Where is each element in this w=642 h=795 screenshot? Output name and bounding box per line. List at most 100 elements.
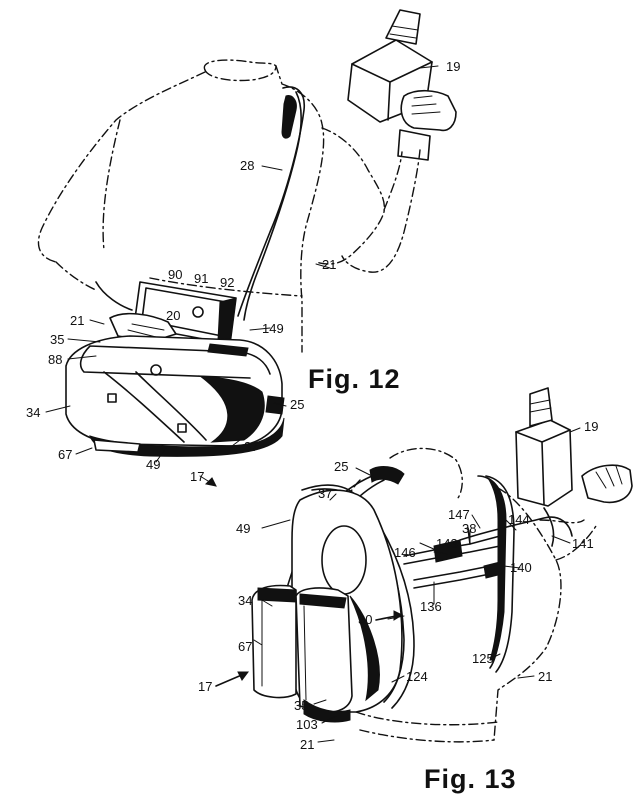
fig12-torso-outline xyxy=(203,59,325,353)
fig12-waist xyxy=(149,277,303,297)
fig13-arrow-30-head xyxy=(393,610,404,621)
fig13-ref-21b: 21 xyxy=(300,737,315,752)
fig12-bag-dark-side xyxy=(198,375,265,443)
fig12-ref-92: 92 xyxy=(220,275,235,290)
fig12-neck xyxy=(204,65,277,82)
fig12-ref-17: 17 xyxy=(190,469,205,484)
fig13-ref-19: 19 xyxy=(584,419,599,434)
fig13-torso xyxy=(329,479,562,741)
fig13-buckle-143 xyxy=(433,539,463,563)
fig13-camera-front xyxy=(515,429,571,505)
fig12-ref-28: 28 xyxy=(240,158,255,173)
fig12-ref-19: 19 xyxy=(446,59,461,74)
fig13-right-strap-125-b xyxy=(485,475,515,673)
fig12-lens-rings xyxy=(389,25,419,39)
fig12-strap-28 xyxy=(237,86,306,317)
fig13-arrow-17-shaft xyxy=(215,673,245,687)
fig13-ref-103: 103 xyxy=(296,717,318,732)
fig12-strap-pad xyxy=(281,95,297,139)
fig13-pocket-seams xyxy=(261,595,307,701)
fig13-pocket-67 xyxy=(251,584,297,699)
fig13-pocket-35-top xyxy=(299,593,347,609)
fig13-right-arm xyxy=(539,519,597,561)
fig12-right-arm xyxy=(315,127,386,265)
fig13-ref-37: 37 xyxy=(318,486,333,501)
fig12-ref-25: 25 xyxy=(290,397,305,412)
fig13-ref-38: 38 xyxy=(462,521,477,536)
fig13-ref-67: 67 xyxy=(238,639,253,654)
fig12-right-forearm xyxy=(341,149,421,273)
fig13-ref-143: 143 xyxy=(436,536,458,551)
fig13-waist xyxy=(355,711,499,743)
fig12-ref-91: 91 xyxy=(194,271,209,286)
fig12-strap-28-inner xyxy=(243,91,303,321)
fig12-bag-diagonal xyxy=(103,371,207,443)
fig13-ref-25: 25 xyxy=(334,459,349,474)
fig12-camera-top xyxy=(351,61,433,121)
fig12-ref-88: 88 xyxy=(48,352,63,367)
fig12-pocket-67 xyxy=(93,439,141,453)
fig13-ref-147: 147 xyxy=(448,507,470,522)
fig12-device-edge xyxy=(217,297,237,345)
fig13-ref-141: 141 xyxy=(572,536,594,551)
fig12-ref-34: 34 xyxy=(26,405,41,420)
fig13-ref-144: 144 xyxy=(508,512,530,527)
fig13-arrow-38 xyxy=(467,527,471,545)
fig12-fingers xyxy=(411,95,441,115)
fig12-left-shoulder xyxy=(37,71,206,263)
fig12-drawing xyxy=(37,9,457,487)
fig13-ref-124: 124 xyxy=(406,669,428,684)
fig12-device-knob xyxy=(192,306,204,318)
fig12-leaders xyxy=(45,65,439,487)
fig13-buckle-140 xyxy=(483,561,503,579)
fig13-camera-lens xyxy=(529,387,553,427)
fig13-arrow-17-head xyxy=(237,671,249,681)
fig12-bag-rivet-1 xyxy=(107,393,117,403)
fig13-ref-136: 136 xyxy=(420,599,442,614)
fig13-ref-17: 17 xyxy=(198,679,213,694)
fig12-left-cuff xyxy=(95,281,133,311)
fig12-left-arm xyxy=(55,119,121,291)
fig13-head xyxy=(389,447,463,499)
fig12-ref-149: 149 xyxy=(262,321,284,336)
fig13-lens-rings xyxy=(529,399,552,413)
fig12-bag-rivet-2 xyxy=(177,423,187,433)
fig12-caption: Fig. 12 xyxy=(308,364,401,394)
fig13-hand xyxy=(581,464,633,504)
fig13-arrow-30-shaft xyxy=(375,615,397,621)
fig13-ref-21: 21 xyxy=(538,669,553,684)
fig12-ref-20: 20 xyxy=(166,308,181,323)
fig12-right-cuff xyxy=(397,129,431,161)
fig12-ref-67: 67 xyxy=(58,447,73,462)
fig13-ref-146: 146 xyxy=(394,545,416,560)
fig12-ref-21: 21 xyxy=(322,257,337,272)
fig13-tether-141 xyxy=(543,507,555,547)
fig13-leaders xyxy=(253,427,581,743)
fig12-ref-49: 49 xyxy=(146,457,161,472)
fig13-ref-49: 49 xyxy=(236,521,251,536)
fig12-camera-lens xyxy=(385,9,421,45)
fig13-ref-30: 30 xyxy=(358,612,373,627)
fig13-ref-140: 140 xyxy=(510,560,532,575)
fig12-bag-button xyxy=(150,364,162,376)
fig13-ref-35: 35 xyxy=(294,698,309,713)
fig13-ref-34: 34 xyxy=(238,593,253,608)
fig12-ref-21b: 21 xyxy=(70,313,85,328)
fig13-ref-125: 125 xyxy=(472,651,494,666)
fig12-bag-stripe xyxy=(207,343,249,357)
fig13-drawing xyxy=(215,387,633,743)
fig12-hand-grip xyxy=(400,89,457,132)
fig12-ref-37: 37 xyxy=(244,439,259,454)
fig13-pocket-67-edge xyxy=(257,587,297,603)
fig13-fingers xyxy=(595,465,623,489)
fig13-shoulder-pad-25 xyxy=(369,466,405,485)
fig13-pack-bottom xyxy=(303,699,351,723)
fig13-pack-shadow xyxy=(349,595,380,702)
fig13-caption: Fig. 13 xyxy=(424,764,517,794)
fig12-ref-90: 90 xyxy=(168,267,183,282)
fig12-arrow-17 xyxy=(204,477,217,487)
fig13-tether-144 xyxy=(459,516,573,541)
fig13-right-strap-shadow xyxy=(486,476,507,661)
